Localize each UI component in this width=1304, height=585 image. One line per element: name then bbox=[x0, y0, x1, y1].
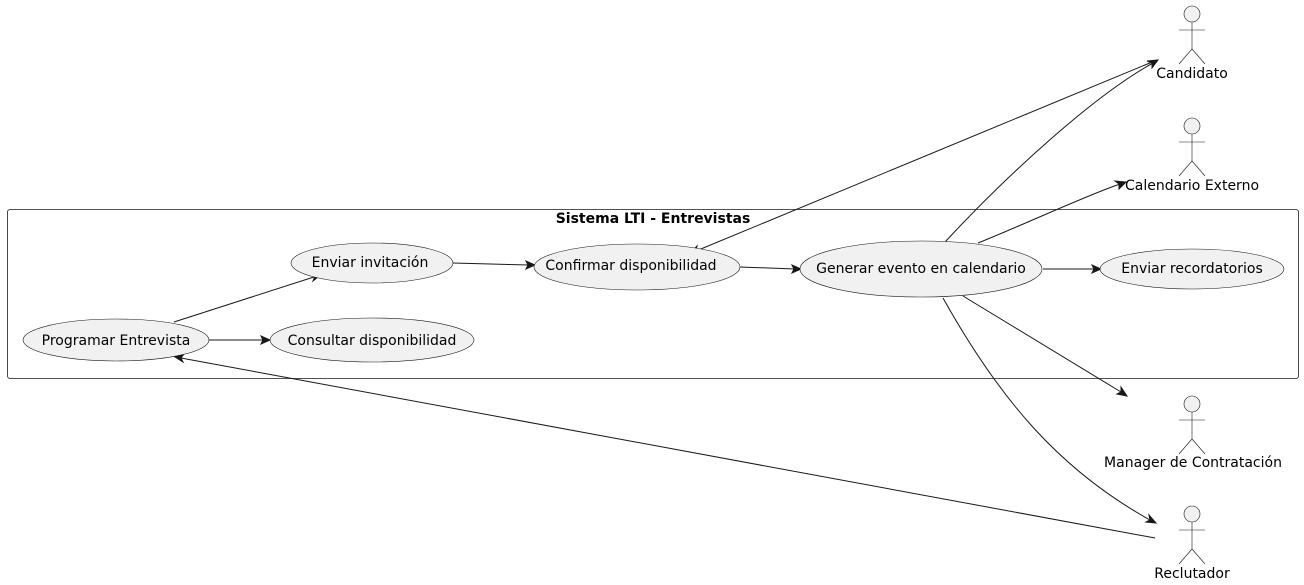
actor-reclutador: Reclutador bbox=[1154, 505, 1230, 582]
use-case-label: Enviar invitación bbox=[312, 255, 429, 271]
edge-generar-to-recordatorios bbox=[1043, 263, 1103, 275]
edge-invitacion-to-confirmar bbox=[452, 259, 537, 271]
use-case-label: Enviar recordatorios bbox=[1121, 261, 1263, 277]
actor-calendario-externo: Calendario Externo bbox=[1125, 117, 1259, 194]
use-case-generar-evento: Generar evento en calendario bbox=[799, 240, 1043, 298]
actor-label: Candidato bbox=[1156, 66, 1228, 82]
system-boundary: Sistema LTI - Entrevistas bbox=[7, 209, 1299, 379]
use-case-label: Consultar disponibilidad bbox=[288, 333, 457, 349]
actor-label: Manager de Contratación bbox=[1104, 455, 1282, 471]
edge-generar-to-candidato bbox=[944, 59, 1160, 243]
actor-head bbox=[1183, 117, 1201, 135]
actor-head bbox=[1183, 5, 1201, 23]
use-case-consultar-disponibilidad: Consultar disponibilidad bbox=[269, 317, 475, 363]
use-case-label: Programar Entrevista bbox=[42, 333, 191, 349]
edge-confirmar-to-generar bbox=[739, 263, 803, 275]
arrowhead bbox=[259, 334, 272, 346]
arrowhead bbox=[1115, 385, 1129, 397]
arrowhead bbox=[790, 263, 803, 275]
system-box bbox=[7, 209, 1299, 379]
arrowhead bbox=[1090, 263, 1103, 275]
use-case-label: Generar evento en calendario bbox=[816, 261, 1026, 277]
actor-candidato: Candidato bbox=[1156, 5, 1228, 82]
use-case-enviar-invitacion: Enviar invitación bbox=[290, 242, 454, 284]
relations bbox=[173, 59, 1160, 539]
edge-generar-to-reclutador bbox=[942, 297, 1158, 524]
arrowhead bbox=[1144, 513, 1158, 524]
actor-head bbox=[1183, 505, 1201, 523]
use-case-label: Confirmar disponibilidad bbox=[545, 258, 716, 274]
edge-programar-to-consultar bbox=[208, 334, 272, 346]
edge-reclutador-to-programar bbox=[173, 353, 1156, 539]
edge-candidato-to-confirmar bbox=[688, 59, 1158, 255]
system-title: Sistema LTI - Entrevistas bbox=[556, 211, 751, 227]
actor-head bbox=[1183, 395, 1201, 413]
arrowhead bbox=[1146, 59, 1160, 70]
use-case-programar-entrevista: Programar Entrevista bbox=[22, 318, 210, 362]
arrowhead bbox=[1113, 180, 1128, 191]
use-case-enviar-recordatorios: Enviar recordatorios bbox=[1099, 248, 1285, 290]
edge-generar-to-calendario bbox=[977, 180, 1128, 244]
actor-label: Calendario Externo bbox=[1125, 178, 1259, 194]
actor-label: Reclutador bbox=[1154, 566, 1230, 582]
actor-manager-contratacion: Manager de Contratación bbox=[1104, 395, 1282, 471]
arrowhead bbox=[524, 259, 537, 271]
edge-programar-to-invitacion bbox=[173, 272, 324, 323]
use-case-confirmar-disponibilidad: Confirmar disponibilidad bbox=[533, 243, 741, 291]
edge-generar-to-manager bbox=[962, 295, 1129, 397]
